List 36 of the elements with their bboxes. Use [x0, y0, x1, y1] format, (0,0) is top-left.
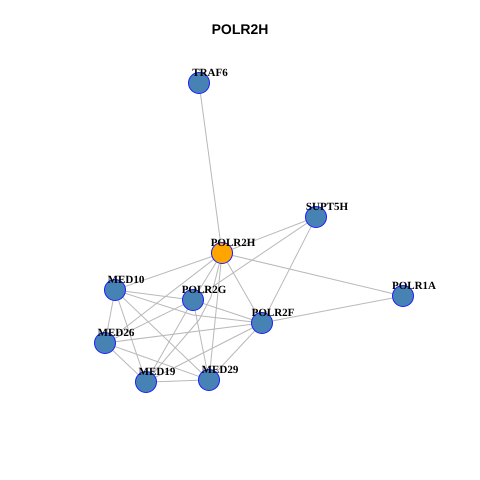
network-edge — [202, 222, 308, 294]
network-edge — [227, 262, 257, 314]
network-edge — [272, 298, 393, 322]
network-edge — [113, 259, 214, 337]
node-label: MED26 — [98, 327, 134, 339]
node-label: MED29 — [202, 364, 238, 376]
network-edge — [202, 303, 252, 320]
network-edge — [122, 297, 202, 373]
node-label: POLR2H — [210, 237, 256, 249]
node-label: SUPT5H — [306, 201, 348, 213]
network-edge — [194, 310, 208, 370]
node-label: POLR2F — [252, 307, 294, 319]
network-edge — [232, 255, 393, 294]
node-label: MED10 — [108, 274, 144, 286]
network-edge — [200, 93, 221, 243]
network-edge — [114, 346, 200, 377]
network-edge — [125, 292, 252, 322]
chart-title: POLR2H — [212, 21, 268, 37]
network-edge — [125, 290, 183, 300]
node-label: TRAF6 — [192, 67, 228, 79]
network-edge — [266, 226, 312, 314]
network-edge — [156, 380, 198, 382]
network-edge — [216, 330, 255, 372]
network-edge — [152, 263, 220, 374]
network-edge — [114, 304, 184, 339]
network-edge — [198, 262, 217, 292]
network-edge — [155, 328, 253, 378]
network-edge — [124, 256, 212, 287]
node-label: POLR1A — [392, 280, 436, 292]
node-label: POLR2G — [182, 284, 226, 296]
network-edge — [151, 309, 188, 373]
network-edge — [106, 300, 114, 333]
node-label: MED19 — [138, 366, 176, 378]
network-edge — [115, 324, 252, 342]
network-edge — [112, 350, 138, 375]
network-edge — [232, 220, 306, 250]
